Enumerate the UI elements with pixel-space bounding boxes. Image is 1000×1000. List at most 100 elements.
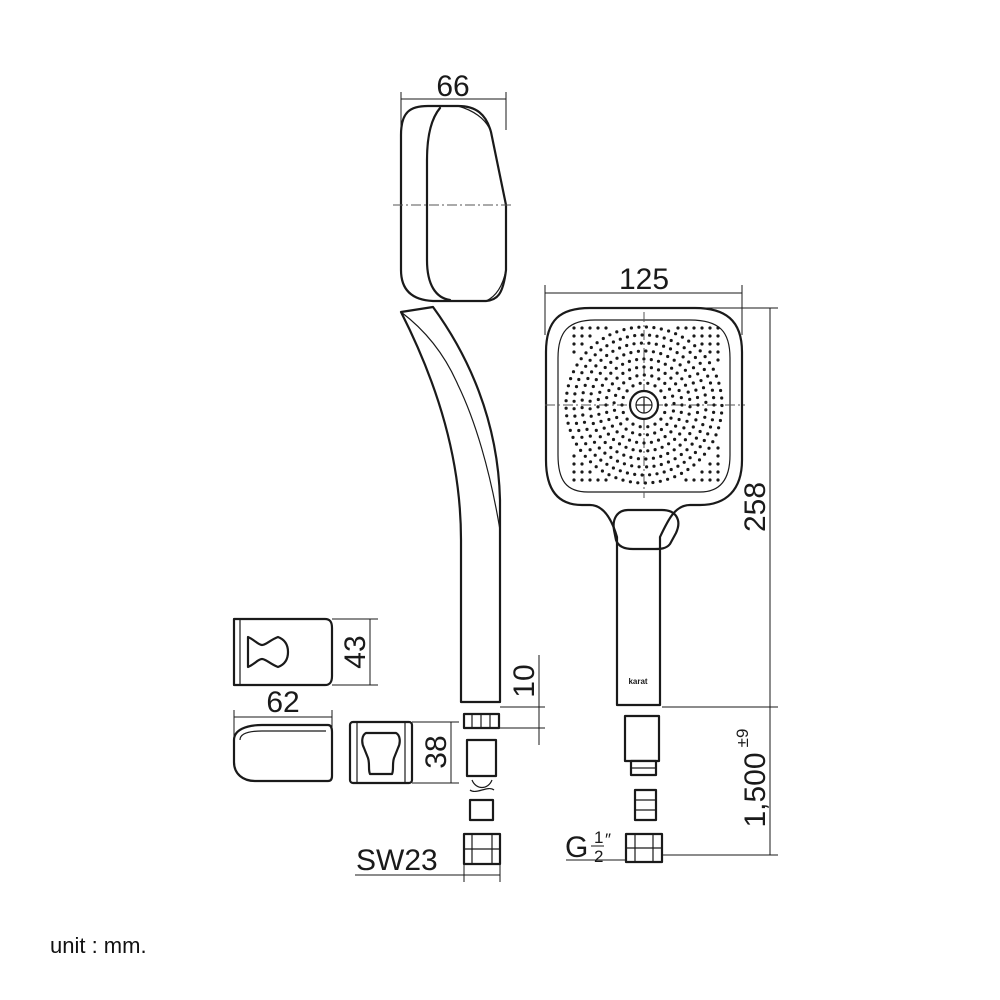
nozzle-dot bbox=[605, 396, 609, 400]
nozzle-dot bbox=[708, 425, 713, 429]
nozzle-dot bbox=[572, 334, 576, 338]
nozzle-dot bbox=[604, 478, 608, 482]
nozzle-dot bbox=[628, 480, 633, 484]
nozzle-dot bbox=[692, 334, 696, 338]
nozzle-dot bbox=[642, 365, 646, 369]
nozzle-dot bbox=[655, 472, 659, 476]
nozzle-dot bbox=[609, 446, 613, 450]
nozzle-dot bbox=[692, 463, 696, 467]
holder-front-view bbox=[348, 720, 414, 785]
nozzle-dot bbox=[594, 378, 598, 382]
nozzle-dot bbox=[692, 326, 696, 330]
nozzle-dot bbox=[627, 368, 632, 372]
nozzle-dot bbox=[676, 342, 680, 346]
nozzle-dot bbox=[687, 360, 691, 364]
nozzle-dot bbox=[688, 405, 692, 409]
nozzle-dot bbox=[708, 334, 712, 338]
nozzle-dot bbox=[572, 326, 576, 330]
nozzle-dot bbox=[635, 440, 639, 444]
nozzle-dot bbox=[675, 351, 679, 355]
nozzle-dot bbox=[584, 351, 588, 355]
nozzle-dot bbox=[669, 338, 673, 343]
nozzle-dot bbox=[710, 388, 715, 392]
nozzle-dot bbox=[642, 357, 646, 361]
nozzle-dot bbox=[631, 448, 635, 452]
nozzle-dot bbox=[597, 412, 601, 416]
dim-10: 10 bbox=[500, 655, 545, 745]
nozzle-dot bbox=[687, 412, 691, 416]
nozzle-dot bbox=[572, 407, 576, 411]
nozzle-dot bbox=[621, 371, 625, 375]
nozzle-dot bbox=[668, 347, 673, 351]
nozzle-dot bbox=[631, 422, 635, 426]
dim-125: 125 bbox=[544, 263, 743, 335]
nozzle-dot bbox=[700, 334, 704, 338]
nozzle-dot bbox=[667, 442, 671, 446]
dim-258: 258 bbox=[662, 307, 778, 708]
nozzle-dot bbox=[619, 422, 623, 426]
nozzle-dot bbox=[617, 442, 622, 446]
nozzle-dot bbox=[629, 351, 633, 355]
nozzle-dot bbox=[649, 440, 654, 444]
nozzle-dot bbox=[591, 384, 595, 389]
nozzle-dot bbox=[586, 376, 590, 381]
nozzle-dot bbox=[680, 377, 684, 381]
nozzle-dot bbox=[621, 362, 625, 366]
nozzle-dot bbox=[659, 352, 663, 356]
nozzle-dot bbox=[716, 358, 720, 362]
nozzle-dot bbox=[612, 408, 617, 412]
nozzle-dot bbox=[704, 408, 708, 412]
nozzle-dot bbox=[703, 415, 707, 419]
nozzle-dot bbox=[635, 374, 639, 378]
nozzle-dot bbox=[694, 388, 698, 392]
nozzle-dot bbox=[672, 448, 676, 452]
side-view-head bbox=[393, 104, 514, 303]
nozzle-dot bbox=[682, 460, 686, 464]
nozzle-dot bbox=[594, 364, 598, 368]
nozzle-dot bbox=[596, 397, 600, 402]
nozzle-dot bbox=[667, 329, 671, 333]
nozzle-dot bbox=[710, 418, 715, 422]
nozzle-dot bbox=[703, 393, 707, 397]
nozzle-dot bbox=[678, 363, 682, 367]
nozzle-dot bbox=[575, 363, 579, 367]
nozzle-dot bbox=[693, 355, 698, 360]
nozzle-dot bbox=[579, 357, 583, 361]
nozzle-dot bbox=[678, 432, 682, 436]
dim-1500: 1,500 ±9 bbox=[662, 707, 778, 856]
nozzle-dot bbox=[580, 478, 584, 482]
nozzle-dot bbox=[615, 430, 619, 434]
nozzle-dot bbox=[646, 425, 650, 429]
nozzle-dot bbox=[647, 341, 651, 345]
nozzle-dot bbox=[615, 450, 619, 454]
nozzle-dot bbox=[584, 442, 588, 446]
nozzle-dot bbox=[666, 451, 670, 456]
nozzle-dot bbox=[603, 365, 607, 370]
nozzle-dot bbox=[677, 417, 681, 422]
nozzle-dot bbox=[572, 478, 576, 482]
nozzle-dot bbox=[645, 433, 650, 437]
nozzle-dot bbox=[571, 370, 576, 374]
nozzle-dot bbox=[716, 326, 720, 330]
thread-denominator: 2 bbox=[594, 847, 603, 866]
dim-38: 38 bbox=[412, 721, 459, 784]
nozzle-dot bbox=[698, 429, 702, 434]
nozzle-dot bbox=[672, 358, 676, 362]
nozzle-dot bbox=[636, 481, 640, 485]
nozzle-dot bbox=[645, 465, 649, 469]
nozzle-dot bbox=[706, 374, 710, 378]
nozzle-dot bbox=[669, 376, 673, 380]
nozzle-dot bbox=[659, 417, 663, 421]
nozzle-dot bbox=[649, 358, 653, 362]
thread-numerator: 1 bbox=[594, 828, 603, 847]
dim-1500-tolerance: ±9 bbox=[733, 729, 752, 748]
nozzle-dot bbox=[625, 471, 630, 475]
nozzle-dot bbox=[671, 394, 675, 398]
nozzle-dot bbox=[614, 476, 618, 480]
nozzle-dot bbox=[708, 462, 712, 466]
nozzle-dot bbox=[630, 464, 634, 468]
nozzle-dot bbox=[717, 426, 721, 430]
side-view-handle bbox=[399, 305, 502, 866]
nozzle-dot bbox=[640, 333, 644, 337]
nozzle-dot bbox=[598, 390, 602, 394]
